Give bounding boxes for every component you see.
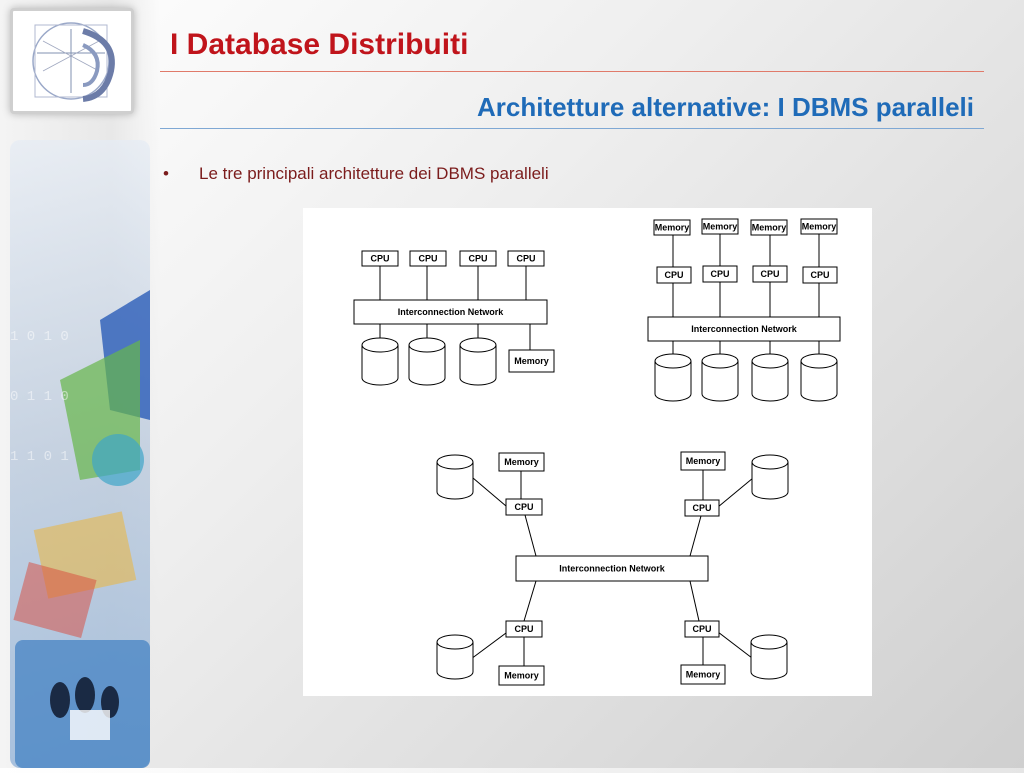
sidebar-decoration: 1 0 1 0 0 1 1 0 1 1 0 1 xyxy=(0,0,160,768)
disk-a1 xyxy=(361,337,399,386)
cpu-box-a3-label: CPU xyxy=(468,254,487,264)
disk-c2 xyxy=(751,454,789,500)
subtitle-divider xyxy=(160,128,984,129)
memory-box-c1: Memory xyxy=(498,452,545,472)
memory-box-c2-label: Memory xyxy=(686,456,721,466)
cpu-box-a1-label: CPU xyxy=(370,254,389,264)
memory-box-b3-label: Memory xyxy=(752,223,787,233)
memory-box-c4: Memory xyxy=(680,664,726,685)
cpu-box-c4-label: CPU xyxy=(692,624,711,634)
cpu-box-c4: CPU xyxy=(684,620,720,638)
cpu-box-b3: CPU xyxy=(752,265,788,283)
cpu-box-a4: CPU xyxy=(507,250,545,267)
memory-box-a: Memory xyxy=(508,349,555,373)
cpu-box-a2: CPU xyxy=(409,250,447,267)
cpu-box-a3: CPU xyxy=(459,250,497,267)
memory-box-c3-label: Memory xyxy=(504,671,539,681)
vitruvian-logo-icon xyxy=(10,8,134,114)
network-box-a: Interconnection Network xyxy=(353,299,548,325)
disk-b1 xyxy=(654,353,692,402)
cpu-box-b3-label: CPU xyxy=(760,269,779,279)
network-box-b: Interconnection Network xyxy=(647,316,841,342)
svg-text:1 0 1 0: 1 0 1 0 xyxy=(10,329,69,345)
disk-c3 xyxy=(436,634,474,680)
cpu-box-c1-label: CPU xyxy=(514,502,533,512)
shared-memory-diagram xyxy=(379,266,531,350)
cpu-box-b4: CPU xyxy=(802,266,838,284)
svg-text:1 1 0 1: 1 1 0 1 xyxy=(10,449,69,465)
disk-b4 xyxy=(800,353,838,402)
cpu-box-b1-label: CPU xyxy=(664,270,683,280)
shared-nothing-diagram xyxy=(470,470,754,666)
bullet-text: Le tre principali architetture dei DBMS … xyxy=(199,164,549,183)
cpu-box-b4-label: CPU xyxy=(810,270,829,280)
memory-box-b2-label: Memory xyxy=(703,222,738,232)
memory-box-c1-label: Memory xyxy=(504,457,539,467)
memory-box-b4-label: Memory xyxy=(802,222,837,232)
bullet-icon: • xyxy=(163,164,169,183)
disk-b2 xyxy=(701,353,739,402)
cpu-box-a4-label: CPU xyxy=(516,254,535,264)
cpu-box-c1: CPU xyxy=(505,498,543,516)
memory-box-c4-label: Memory xyxy=(686,670,721,680)
memory-box-b2: Memory xyxy=(701,218,739,235)
disk-c1 xyxy=(436,454,474,500)
memory-box-b3: Memory xyxy=(750,219,788,236)
svg-text:0 1 1 0: 0 1 1 0 xyxy=(10,389,69,405)
memory-box-b4: Memory xyxy=(800,218,838,235)
cpu-box-b2-label: CPU xyxy=(710,269,729,279)
cpu-box-b2: CPU xyxy=(702,265,738,283)
memory-box-a-label: Memory xyxy=(514,356,549,366)
network-box-b-label: Interconnection Network xyxy=(691,324,798,334)
cpu-box-a1: CPU xyxy=(361,250,399,267)
memory-box-b1-label: Memory xyxy=(655,223,690,233)
cpu-box-c3: CPU xyxy=(505,620,543,638)
cpu-box-c3-label: CPU xyxy=(514,624,533,634)
cpu-box-c2-label: CPU xyxy=(692,503,711,513)
memory-box-c2: Memory xyxy=(680,451,726,471)
slide-subtitle: Architetture alternative: I DBMS paralle… xyxy=(476,92,974,122)
bullet-item: • Le tre principali architetture dei DBMS… xyxy=(163,164,549,184)
memory-box-b1: Memory xyxy=(653,219,691,236)
disk-c4 xyxy=(750,634,788,680)
network-box-a-label: Interconnection Network xyxy=(398,307,505,317)
network-box-c: Interconnection Network xyxy=(515,555,709,582)
slide-title: I Database Distribuiti xyxy=(170,28,469,61)
shared-disk-diagram xyxy=(672,234,820,354)
cpu-box-c2: CPU xyxy=(684,499,720,517)
software-collage-image: 1 0 1 0 0 1 1 0 1 1 0 1 xyxy=(0,140,158,768)
cpu-box-b1: CPU xyxy=(656,266,692,284)
title-divider xyxy=(160,71,984,72)
network-box-c-label: Interconnection Network xyxy=(559,564,666,574)
disk-b3 xyxy=(751,353,789,402)
disk-a2 xyxy=(408,337,446,386)
memory-box-c3: Memory xyxy=(498,665,545,686)
cpu-box-a2-label: CPU xyxy=(418,254,437,264)
disk-a3 xyxy=(459,337,497,386)
